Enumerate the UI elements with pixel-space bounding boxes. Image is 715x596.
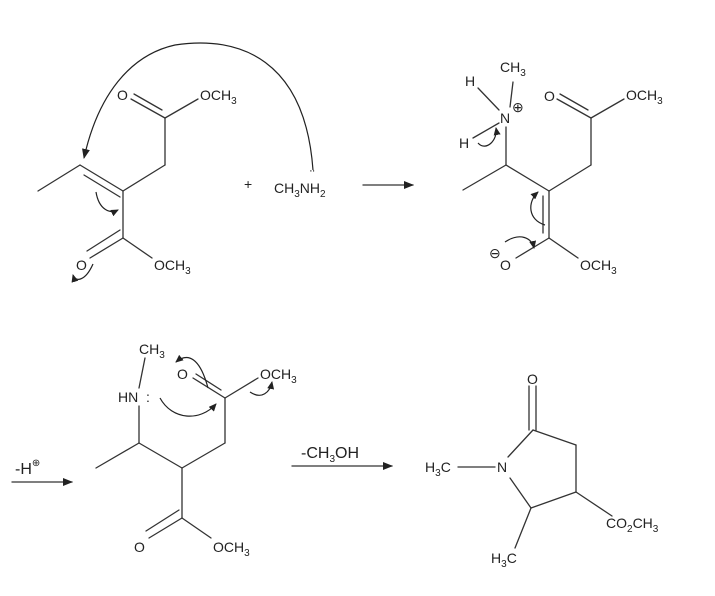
bond xyxy=(548,237,579,259)
methoxy-label: OCH3 xyxy=(260,366,297,386)
bond xyxy=(472,122,500,139)
methoxy-label: OCH3 xyxy=(154,257,191,277)
methoxy-label: OCH3 xyxy=(580,257,617,277)
methyl-label: CH3 xyxy=(139,341,165,361)
methoxy-label: OCH3 xyxy=(213,539,250,559)
bond xyxy=(507,429,534,458)
bond xyxy=(95,442,140,469)
double-bond-line xyxy=(145,509,180,532)
bond xyxy=(556,98,592,119)
bond xyxy=(575,491,613,517)
lactam-oxygen: O xyxy=(527,371,538,387)
double-bond-line xyxy=(133,93,163,111)
bond xyxy=(181,517,212,539)
bond xyxy=(138,357,146,389)
bond xyxy=(148,517,183,539)
carbonyl-oxygen: O xyxy=(134,539,145,555)
methoxide-leaving-arrow xyxy=(249,381,275,396)
carbonyl-oxygen: O xyxy=(76,257,87,273)
hydrogen-label: H xyxy=(465,73,475,89)
carbonyl-oxygen: O xyxy=(544,88,555,104)
pi-bond-shift-arrow xyxy=(95,191,119,217)
lactam-nitrogen: N xyxy=(497,459,507,475)
methylamine: CH3NH2 ¨ xyxy=(274,167,326,200)
methylamine-formula: CH3NH2 xyxy=(274,180,326,200)
bond xyxy=(532,429,577,446)
enolate-pi-arrow xyxy=(530,191,546,226)
plus-sign: + xyxy=(244,176,252,192)
hydrogen-label: H xyxy=(459,135,469,151)
n-methyl-label: H3C xyxy=(425,459,451,479)
lone-pair-dots: ¨ xyxy=(310,167,315,183)
carbonyl-shift-arrow xyxy=(175,354,209,389)
bond xyxy=(514,507,532,549)
bond xyxy=(79,164,124,192)
carbonyl-oxygen: O xyxy=(117,87,128,103)
bond xyxy=(548,164,592,192)
reactant-diester: O OCH3 O OCH3 xyxy=(37,87,237,277)
amine-nitrogen: HN xyxy=(118,389,138,405)
enolate-oxygen: O xyxy=(500,257,511,273)
bond xyxy=(477,87,500,111)
bond xyxy=(462,164,507,191)
bond xyxy=(122,237,153,259)
amino-diester: CH3 HN : O OCH3 O OCH3 xyxy=(95,341,297,559)
bond xyxy=(505,164,550,192)
proton-transfer-arrow xyxy=(477,127,501,147)
condition-label: -CH3OH xyxy=(301,445,359,465)
carbonyl-oxygen: O xyxy=(177,366,188,382)
ester-substituent-label: CO2CH3 xyxy=(606,515,659,535)
amide-formation-arrow xyxy=(159,397,217,417)
bond xyxy=(181,442,226,469)
bond xyxy=(224,377,259,399)
double-bond-line xyxy=(86,229,121,252)
carbonyl-shift-arrow xyxy=(71,263,94,283)
zwitterion-intermediate: CH3 H N ⊕ H O OCH3 O ⊖ OCH3 xyxy=(459,59,663,277)
double-bond-line xyxy=(83,174,121,198)
lone-pair: : xyxy=(146,389,150,405)
methoxy-label: OCH3 xyxy=(626,87,663,107)
product-pyrrolidinone: O N H3C H3C CO2CH3 xyxy=(425,371,659,570)
c-methyl-label: H3C xyxy=(491,550,517,570)
bond xyxy=(89,237,124,259)
positive-charge: ⊕ xyxy=(512,99,524,115)
bond xyxy=(590,98,625,119)
negative-charge: ⊖ xyxy=(489,245,501,261)
ammonium-nitrogen: N xyxy=(500,110,510,126)
bond xyxy=(130,98,166,119)
bond xyxy=(192,377,226,399)
bond xyxy=(515,237,550,259)
deprotonation-label: -H⊕ xyxy=(15,458,40,478)
bond xyxy=(138,442,183,469)
bond xyxy=(164,98,199,119)
double-bond-line xyxy=(195,373,222,391)
bond xyxy=(37,164,81,192)
double-bond-line xyxy=(559,93,589,111)
bond xyxy=(530,491,577,509)
nucleophilic-attack-arrow xyxy=(82,42,314,171)
bond xyxy=(122,164,166,192)
methyl-label: CH3 xyxy=(500,59,526,79)
bond xyxy=(509,81,514,108)
enolate-lone-pair-arrow xyxy=(504,236,537,249)
bond xyxy=(509,477,532,509)
methoxy-label: OCH3 xyxy=(200,87,237,107)
